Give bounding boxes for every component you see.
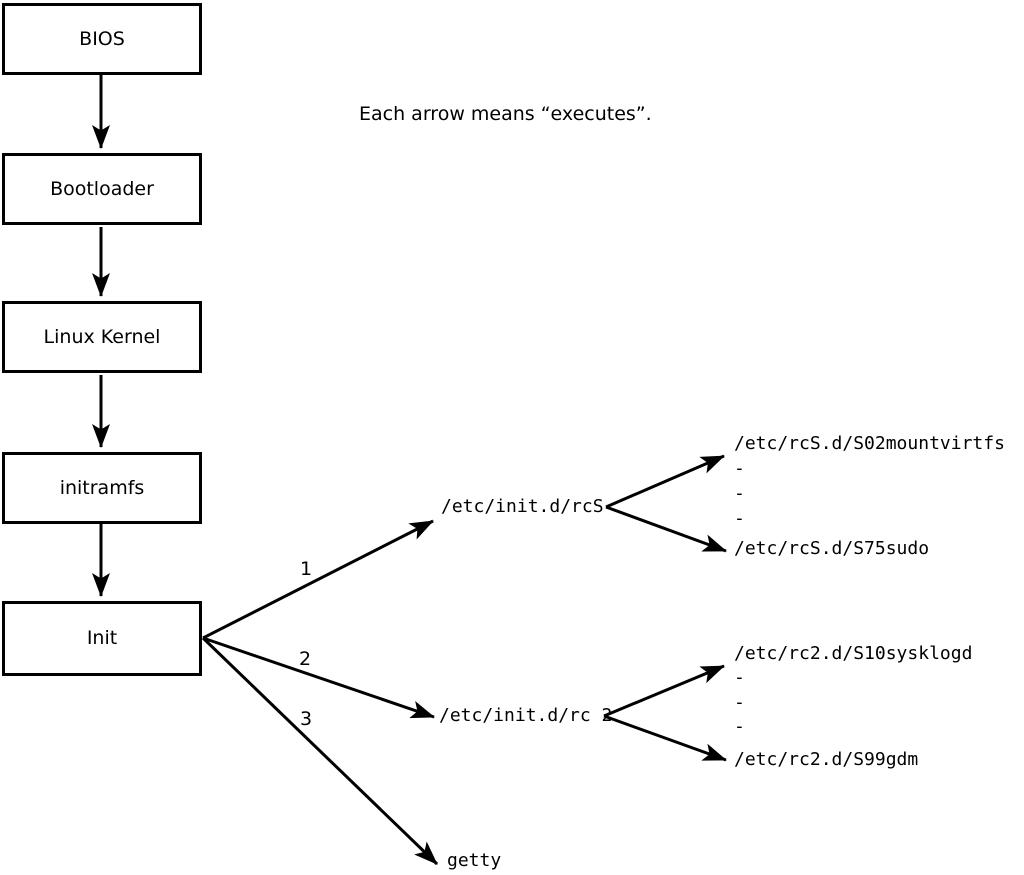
node-rc2-child-s10sysklogd: /etc/rc2.d/S10sysklogd (734, 643, 973, 664)
arrow-init-to-rcS (202, 519, 434, 640)
arrow-rcS-to-S02mountvirtfs (605, 454, 725, 509)
edge-label-3: 3 (300, 708, 313, 730)
box-init-label: Init (86, 627, 118, 649)
diagram-caption: Each arrow means “executes”. (359, 103, 652, 125)
box-bootloader-label: Bootloader (50, 177, 154, 200)
box-bootloader: Bootloader (2, 153, 202, 225)
box-bios: BIOS (2, 3, 202, 75)
node-rcS-child-s02mountvirtfs: /etc/rcS.d/S02mountvirtfs (734, 433, 1005, 454)
arrow-rcS-to-S75sudo (605, 505, 727, 553)
box-init: Init (2, 601, 202, 676)
arrow-init-to-rc2 (202, 636, 435, 719)
node-rcS-child-dash-3: - (734, 508, 745, 529)
node-rcS-child-s75sudo: /etc/rcS.d/S75sudo (734, 538, 930, 559)
arrow-rc2-to-S99gdm (603, 714, 727, 762)
box-initramfs: initramfs (2, 452, 202, 524)
box-linux-kernel-label: Linux Kernel (43, 325, 161, 348)
box-linux-kernel: Linux Kernel (2, 301, 202, 373)
node-getty: getty (447, 850, 502, 871)
arrow-rc2-to-S10sysklogd (603, 664, 725, 718)
node-rc2-child-dash-2: - (734, 692, 745, 713)
node-init-d-rc2: /etc/init.d/rc 2 (439, 705, 613, 726)
node-rcS-child-dash-1: - (734, 458, 745, 479)
node-rcS-child-dash-2: - (734, 483, 745, 504)
node-rc2-child-dash-3: - (734, 716, 745, 737)
edge-label-1: 1 (300, 558, 313, 580)
node-rc2-child-s99gdm: /etc/rc2.d/S99gdm (734, 749, 919, 770)
node-rc2-child-dash-1: - (734, 667, 745, 688)
box-initramfs-label: initramfs (59, 476, 145, 499)
arrow-init-to-getty (201, 636, 439, 866)
box-bios-label: BIOS (79, 27, 125, 50)
node-init-d-rcS: /etc/init.d/rcS (441, 496, 604, 517)
edge-label-2: 2 (299, 648, 312, 670)
